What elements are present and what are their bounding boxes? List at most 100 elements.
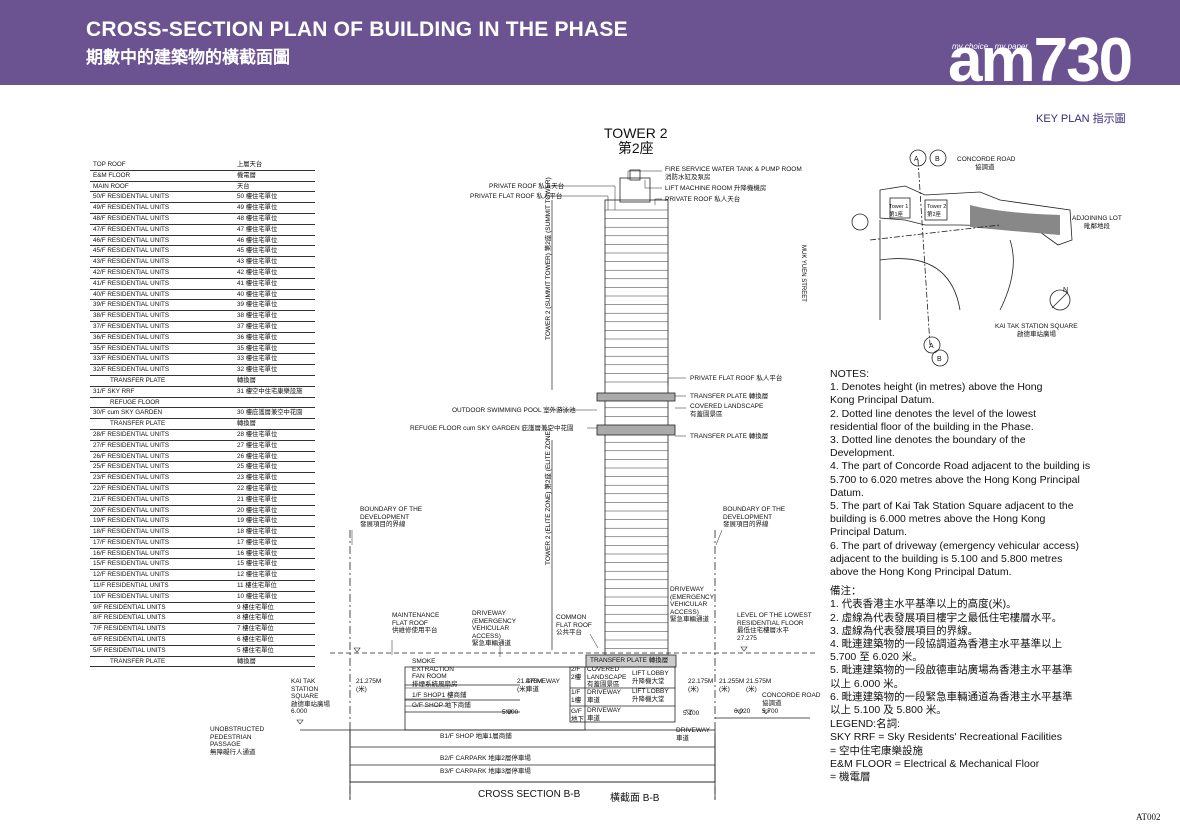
floor-name: 11/F RESIDENTIAL UNITS [93, 582, 169, 590]
key-plan-map [851, 149, 1073, 367]
zone-label-upper: TOWER 2 (SUMMIT TOWER) 第2座 (SUMMIT TOWER… [543, 177, 552, 340]
floor-name: 26/F RESIDENTIAL UNITS [93, 452, 170, 460]
transfer-plate-label-1: TRANSFER PLATE 轉換層 [690, 393, 769, 400]
floor-name: REFUGE FLOOR [110, 398, 160, 406]
floor-name-zh: 10 樓住宅單位 [237, 592, 278, 600]
floor-name: 40/F RESIDENTIAL UNITS [93, 290, 170, 298]
floor-name-zh: 30 樓庇護層兼空中花園 [237, 409, 303, 417]
logo-am730: am730 [948, 26, 1133, 95]
logo-tagline: my choice . my paper [952, 42, 1029, 51]
floor-name-zh: 22 樓住宅單位 [237, 484, 278, 492]
page-title-zh: 期數中的建築物的橫截面圖 [86, 48, 290, 67]
floor-name: 27/F RESIDENTIAL UNITS [93, 441, 170, 449]
note-line: Principal Datum. [830, 526, 908, 539]
note-line-zh: 5. 毗連建築物的一段啟德車站廣場為香港主水平基準 [830, 664, 1073, 677]
floor-name: 42/F RESIDENTIAL UNITS [93, 268, 170, 276]
lift-machine-label: LIFT MACHINE ROOM 升降機機房 [665, 185, 767, 192]
cross-section-caption: CROSS SECTION B-B [478, 789, 581, 800]
level-5100: 5.100 [683, 710, 700, 717]
note-line: 4. The part of Concorde Road adjacent to… [830, 460, 1091, 473]
b3-carpark-label: B3/F CARPARK 地庫3層停車場 [440, 768, 531, 775]
floor-name: MAIN ROOF [93, 182, 129, 190]
note-line-zh: 5.700 至 6.020 米。 [830, 651, 923, 664]
note-line: building is 6.000 metres above the Hong … [830, 513, 1046, 526]
floor-name: 22/F RESIDENTIAL UNITS [93, 484, 170, 492]
tower-title: TOWER 2 第2座 [604, 125, 668, 156]
floor-name-zh: 49 樓住宅單位 [237, 204, 278, 212]
floor-name: 32/F RESIDENTIAL UNITS [93, 366, 170, 374]
legend-line: = 空中住宅康樂設施 [830, 744, 924, 757]
floor-name: 47/F RESIDENTIAL UNITS [93, 225, 170, 233]
level-21275: 21.275M(米) [356, 678, 382, 693]
level-21475: 21.475M(米) [517, 678, 543, 693]
floor-row: REFUGE FLOOR [90, 398, 315, 409]
note-line-zh: 3. 虛線為代表發展項目的界線。 [830, 624, 979, 637]
floor-name: 48/F RESIDENTIAL UNITS [93, 214, 170, 222]
floor-name-zh: 25 樓住宅單位 [237, 463, 278, 471]
transfer-plate-label-2: TRANSFER PLATE 轉換層 [690, 433, 769, 440]
legend-line: SKY RRF = Sky Residents' Recreational Fa… [830, 731, 1063, 744]
shop-gf-label: G/F SHOP 地下商鋪 [412, 702, 471, 709]
note-line: residential floor of the building in the… [830, 420, 1034, 433]
floor-name: 23/F RESIDENTIAL UNITS [93, 474, 170, 482]
zone-label-lower: TOWER 2 (ELITE ZONE) 第2座 (ELITE ZONE) [543, 429, 552, 565]
marker-b-bottom: B [937, 356, 942, 363]
floor-name-zh: 33 樓住宅單位 [237, 355, 278, 363]
private-flat-roof-right-label: PRIVATE FLAT ROOF 私人平台 [690, 375, 783, 382]
floor-name: TRANSFER PLATE [110, 420, 166, 428]
floor-name-zh: 16 樓住宅單位 [237, 549, 278, 557]
floor-name: 50/F RESIDENTIAL UNITS [93, 193, 170, 201]
floor-name: 9/F RESIDENTIAL UNITS [93, 603, 166, 611]
level-22175: 22.175M(米) [688, 678, 714, 693]
transfer-plate-upper [596, 392, 676, 402]
floor-name-zh: 50 樓住宅單位 [237, 193, 278, 201]
floor-name-zh: 23 樓住宅單位 [237, 474, 278, 482]
basement [349, 729, 716, 783]
transfer-plate-lower [596, 424, 676, 436]
refuge-floor-label: REFUGE FLOOR cum SKY GARDEN 庇護層兼空中花園 [410, 425, 574, 432]
marker-a-bottom: A [929, 343, 934, 350]
swimming-pool-label: OUTDOOR SWIMMING POOL 室外游泳池 [452, 407, 576, 414]
legend-line: = 機電層 [830, 771, 871, 784]
floor-name-zh: 11 樓住宅單位 [237, 582, 277, 590]
floor-name: 31/F SKY RRF [93, 387, 135, 395]
floor-name-zh: 47 樓住宅單位 [237, 225, 278, 233]
north-label: N [1063, 287, 1068, 294]
note-line-zh: 1. 代表香港主水平基準以上的高度(米)。 [830, 598, 1017, 611]
floor-name-zh: 轉換層 [237, 376, 256, 384]
note-line-zh: 以上 5.100 及 5.800 米。 [830, 704, 947, 717]
roof-structure [619, 177, 651, 203]
floor-name-zh: 18 樓住宅單位 [237, 528, 278, 536]
floor-name-zh: 36 樓住宅單位 [237, 333, 278, 341]
floor-name-zh: 19 樓住宅單位 [237, 517, 278, 525]
floor-name: 45/F RESIDENTIAL UNITS [93, 247, 170, 255]
